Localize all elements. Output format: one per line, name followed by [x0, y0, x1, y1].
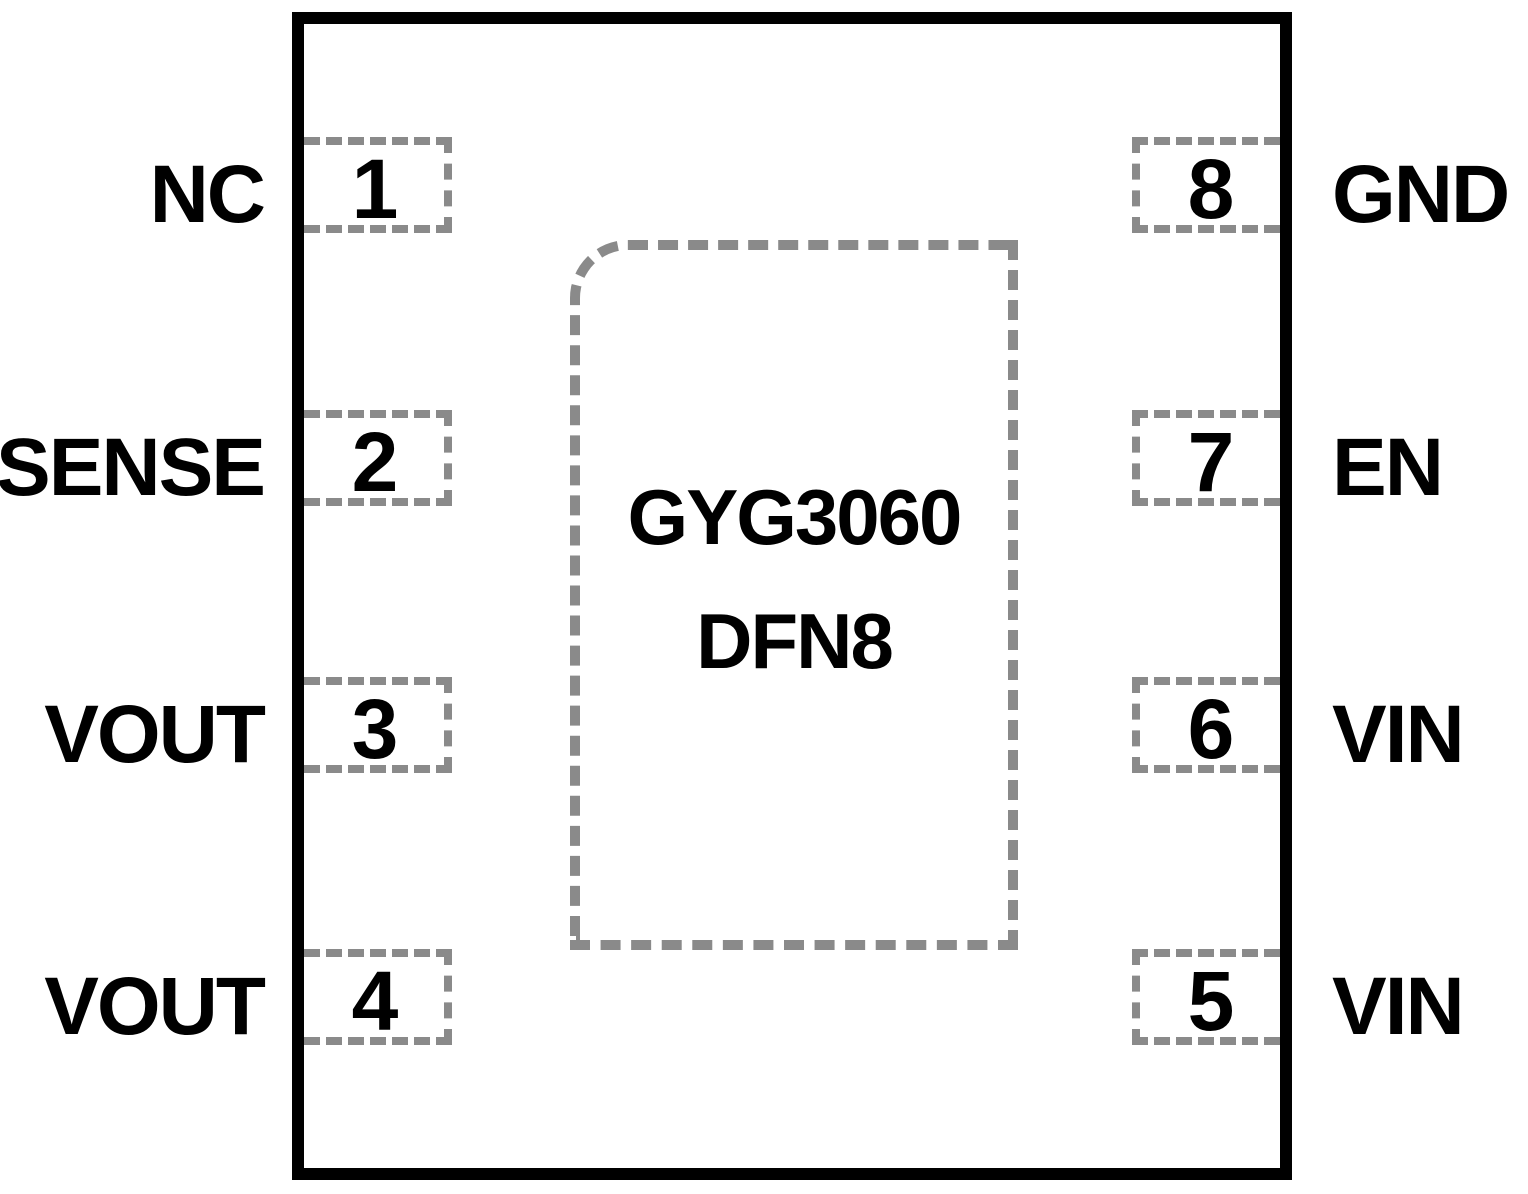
- pin-box-8: 8: [1132, 137, 1280, 236]
- thermal-pad-outline: GYG3060 DFN8: [570, 240, 1018, 950]
- pin-box-6: 6: [1132, 677, 1280, 776]
- pin-box-2: 2: [304, 410, 452, 509]
- pin-label-nc: NC: [149, 149, 266, 240]
- pin-label-vin-5: VIN: [1332, 961, 1465, 1052]
- pin-label-gnd: GND: [1332, 149, 1510, 240]
- pin-label-vout-4: VOUT: [44, 961, 266, 1052]
- pin-number-3: 3: [351, 681, 399, 776]
- pin-box-3: 3: [304, 677, 452, 776]
- pin-number-8: 8: [1187, 141, 1235, 236]
- pin-number-5: 5: [1187, 953, 1235, 1048]
- pin-label-vout-3: VOUT: [44, 689, 266, 780]
- chip-name: GYG3060: [627, 473, 963, 561]
- pin-box-7: 7: [1132, 410, 1280, 509]
- pin-number-6: 6: [1187, 681, 1235, 776]
- pin-number-1: 1: [351, 141, 399, 236]
- pin-label-en: EN: [1332, 422, 1444, 513]
- pin-number-2: 2: [351, 414, 399, 509]
- pin-box-1: 1: [304, 137, 452, 236]
- package-type: DFN8: [696, 597, 894, 685]
- pin-box-5: 5: [1132, 949, 1280, 1048]
- pin-label-vin-6: VIN: [1332, 689, 1465, 780]
- pin-number-7: 7: [1187, 414, 1235, 509]
- pin-label-sense: SENSE: [0, 422, 266, 513]
- package-outline: [292, 12, 1292, 1180]
- pin-box-4: 4: [304, 949, 452, 1048]
- pin-number-4: 4: [351, 953, 399, 1048]
